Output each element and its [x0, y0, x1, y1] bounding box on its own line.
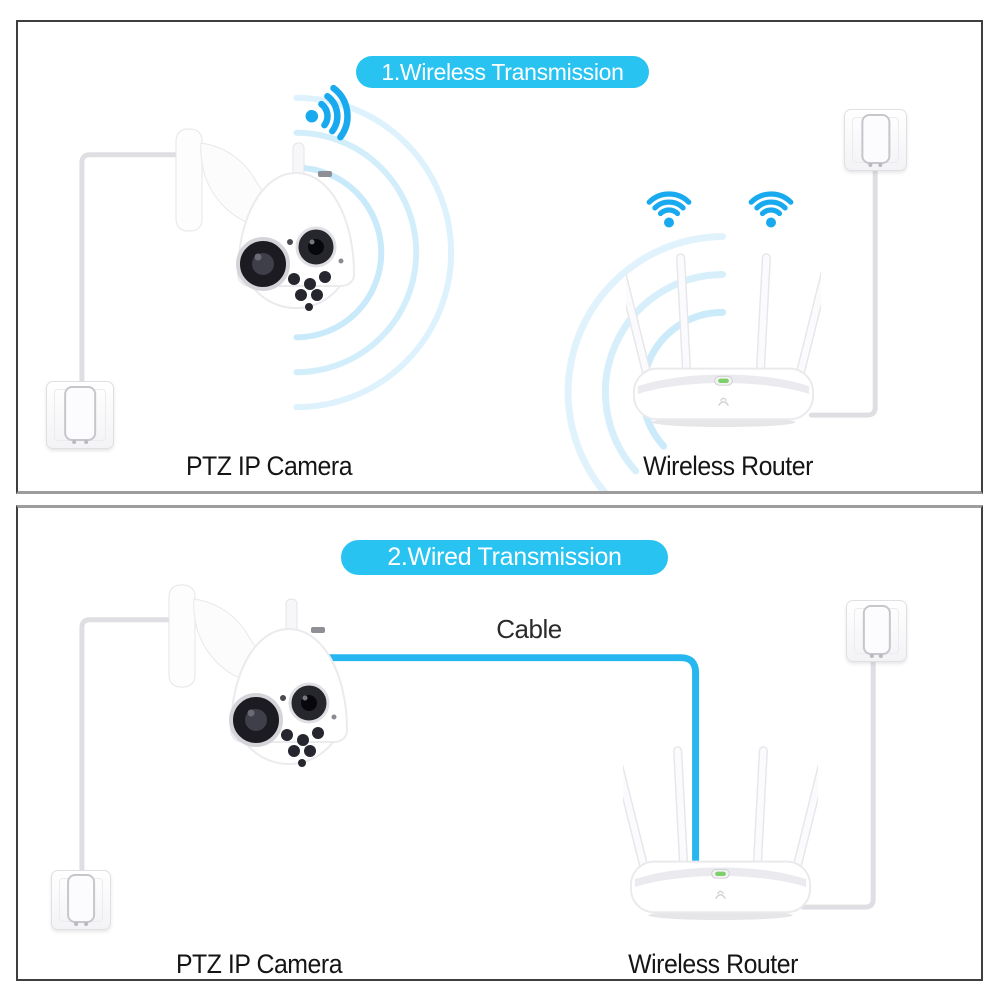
wall-outlet	[844, 109, 907, 171]
camera-label: PTZ IP Camera	[185, 451, 353, 481]
power-plug	[67, 874, 95, 926]
power-wires	[79, 152, 878, 418]
wall-outlet	[46, 381, 114, 449]
section-title-banner: 2.Wired Transmission	[341, 540, 668, 575]
router-label: Wireless Router	[643, 451, 813, 481]
ptz-camera-illustration	[168, 584, 349, 767]
camera-label: PTZ IP Camera	[175, 949, 343, 979]
camera-wifi-icon	[305, 84, 351, 141]
wifi-signal-icon	[646, 191, 692, 228]
power-plug	[860, 113, 891, 168]
wall-outlet	[51, 870, 111, 930]
camera-power-wire	[79, 617, 172, 890]
wall-outlet	[846, 600, 907, 662]
router-label: Wireless Router	[628, 949, 798, 979]
cable-label: Cable	[496, 614, 562, 644]
wireless-router-illustration	[626, 253, 821, 428]
panel-wired-transmission: 2.Wired Transmission Cable PTZ IP Camera…	[16, 505, 983, 981]
wifi-signal-icon	[748, 191, 794, 228]
section-title-banner: 1.Wireless Transmission	[356, 56, 649, 88]
power-plug	[64, 385, 96, 445]
ptz-camera-illustration	[175, 128, 356, 311]
power-plug	[862, 604, 891, 659]
wireless-router-illustration	[623, 746, 818, 921]
panel-wireless-transmission: 1.Wireless Transmission PTZ IP Camera Wi…	[16, 20, 983, 494]
signal-ripples	[293, 94, 727, 491]
